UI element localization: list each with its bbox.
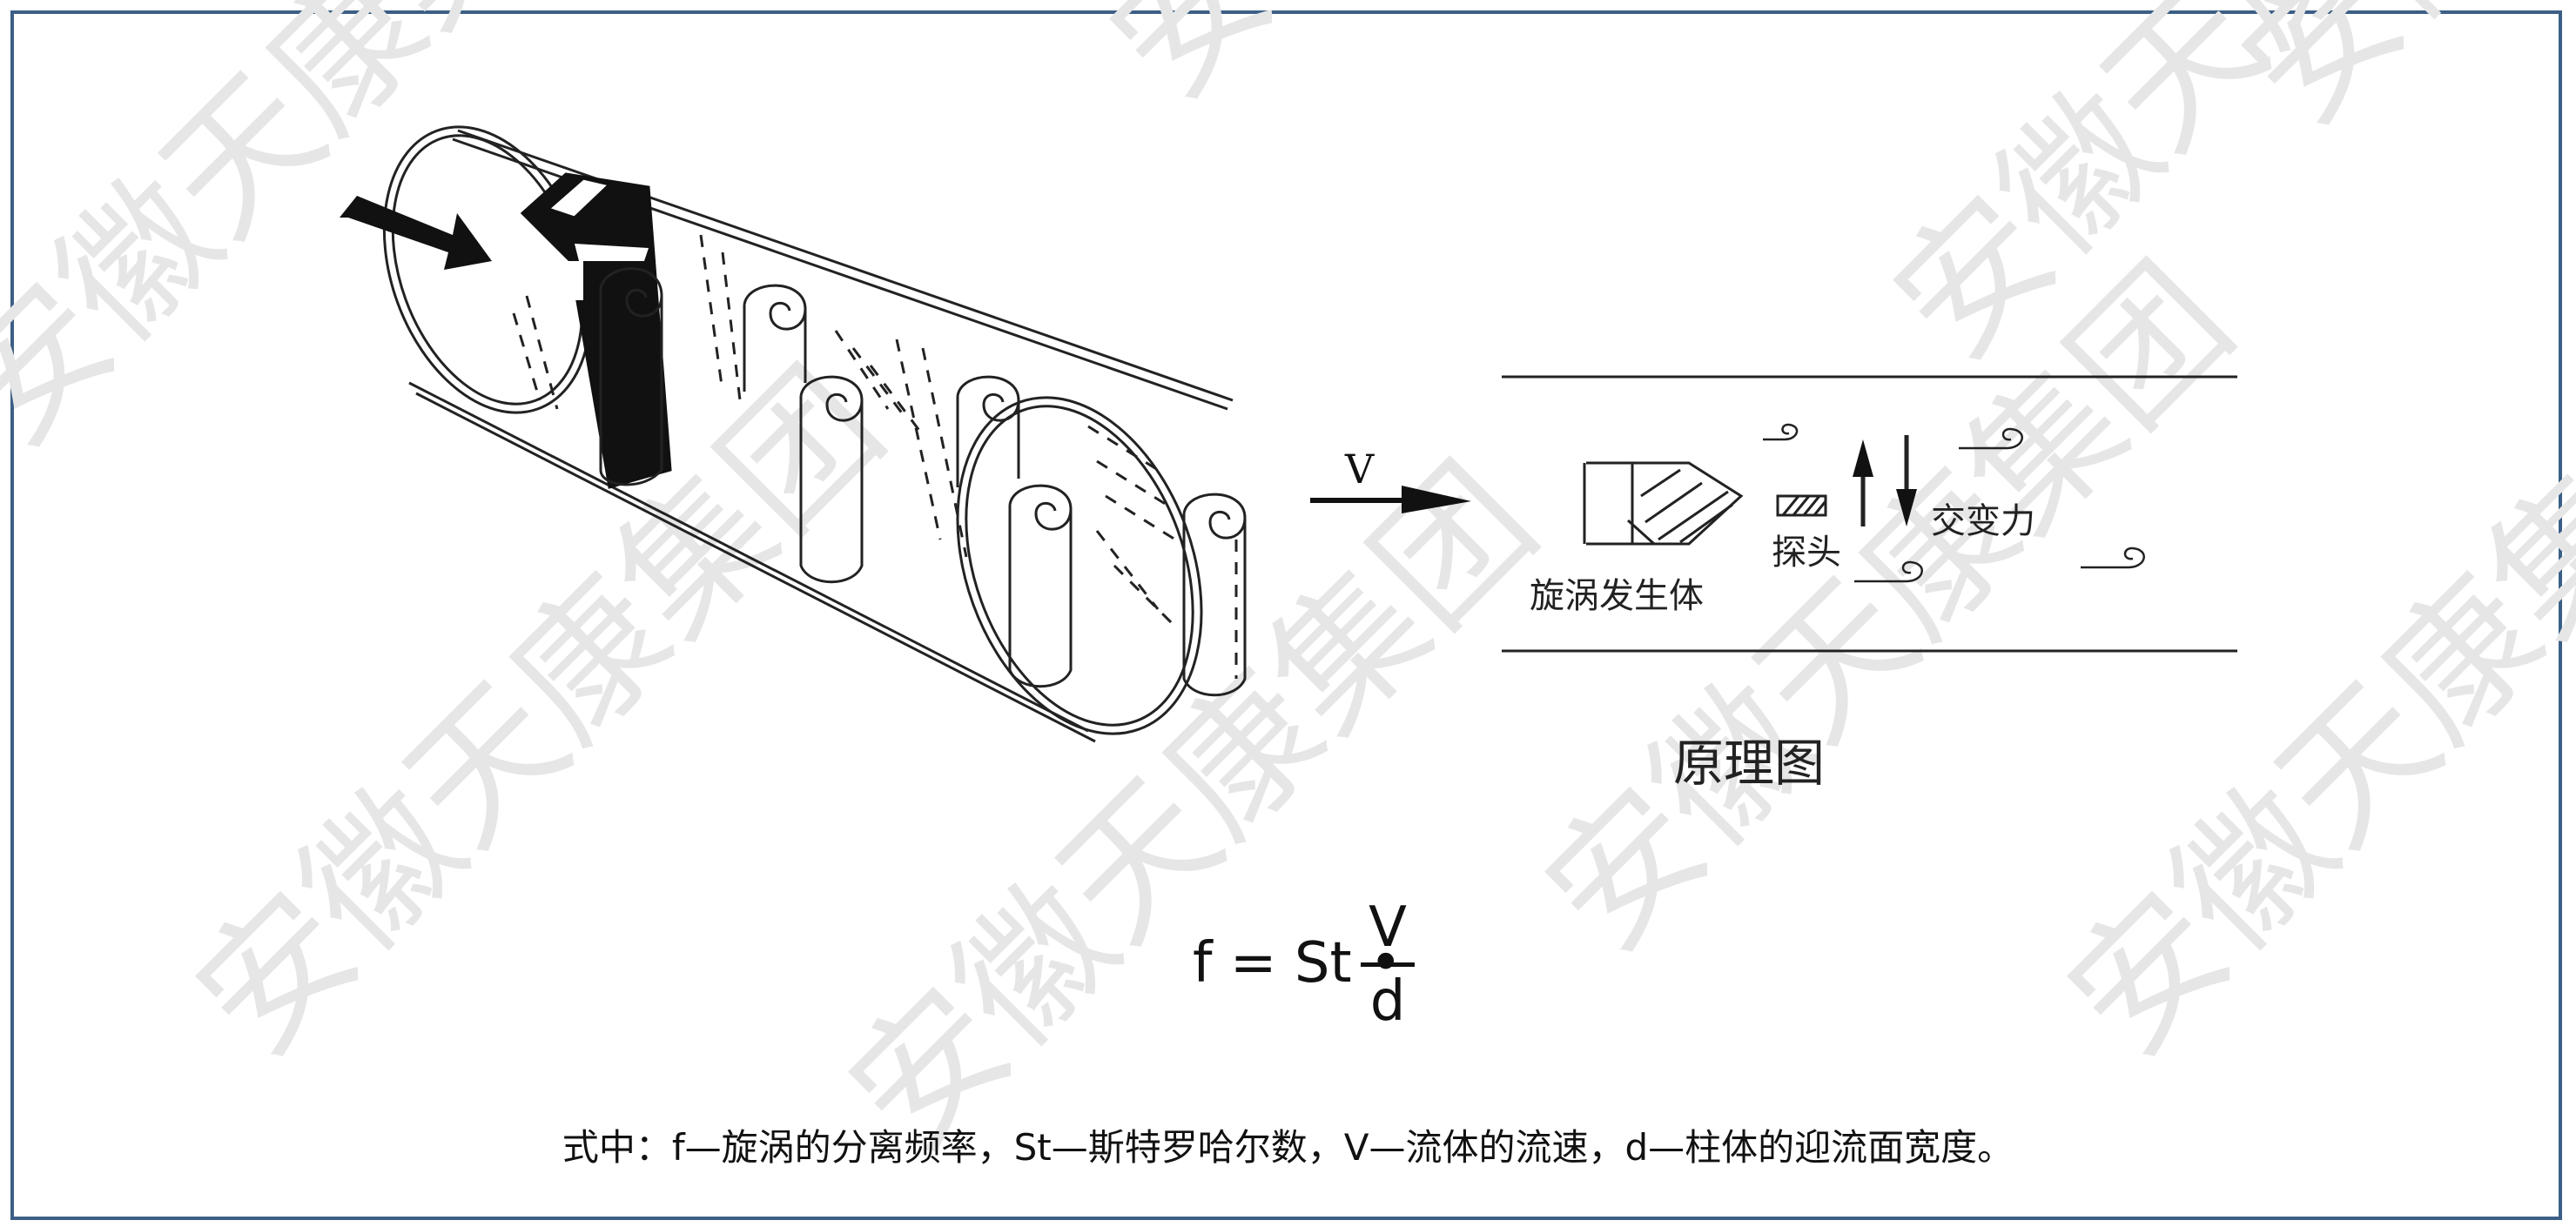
velocity-label: V (1344, 446, 1375, 493)
vortex-generator-body (1583, 461, 1744, 546)
formula-denominator: d (1369, 969, 1406, 1034)
watermark-layer: 安徽天康集团 安徽天康集团 安徽天康集团 安徽天康集团 安徽天康集团 安徽天康集… (0, 0, 2576, 1183)
principle-schematic (1502, 375, 2237, 653)
inflow-arrow-icon (340, 196, 492, 270)
schematic-labels: 旋涡发生体 探头 交变力 原理图 (1530, 501, 2035, 793)
diagram-title: 原理图 (1673, 734, 1825, 793)
probe-sensor (1776, 494, 1827, 517)
pipe-illustration (382, 125, 1247, 743)
vortex-curls (599, 267, 1247, 697)
vortex-marks (1763, 423, 2145, 583)
alternating-force-arrows (1853, 435, 1917, 526)
bluff-body (520, 172, 672, 489)
alternating-force-label: 交变力 (1931, 501, 2035, 541)
watermark-text: 安徽天康集团 (1079, 0, 1828, 130)
vortex-generator-label: 旋涡发生体 (1530, 576, 1704, 616)
fraction-bar (1361, 962, 1415, 967)
streamlines (512, 234, 1238, 679)
probe-label: 探头 (1772, 533, 1841, 573)
formula-numerator: V (1369, 895, 1407, 960)
formula-caption: 式中：f—旋涡的分离频率，St—斯特罗哈尔数，V—流体的流速，d—柱体的迎流面宽… (562, 1126, 2014, 1169)
formula-fraction: V d (1361, 896, 1415, 1033)
diagram-frame (10, 10, 2562, 1220)
watermark-text: 安徽天康集团 (2210, 0, 2576, 156)
velocity-arrow: V (1310, 446, 1471, 513)
